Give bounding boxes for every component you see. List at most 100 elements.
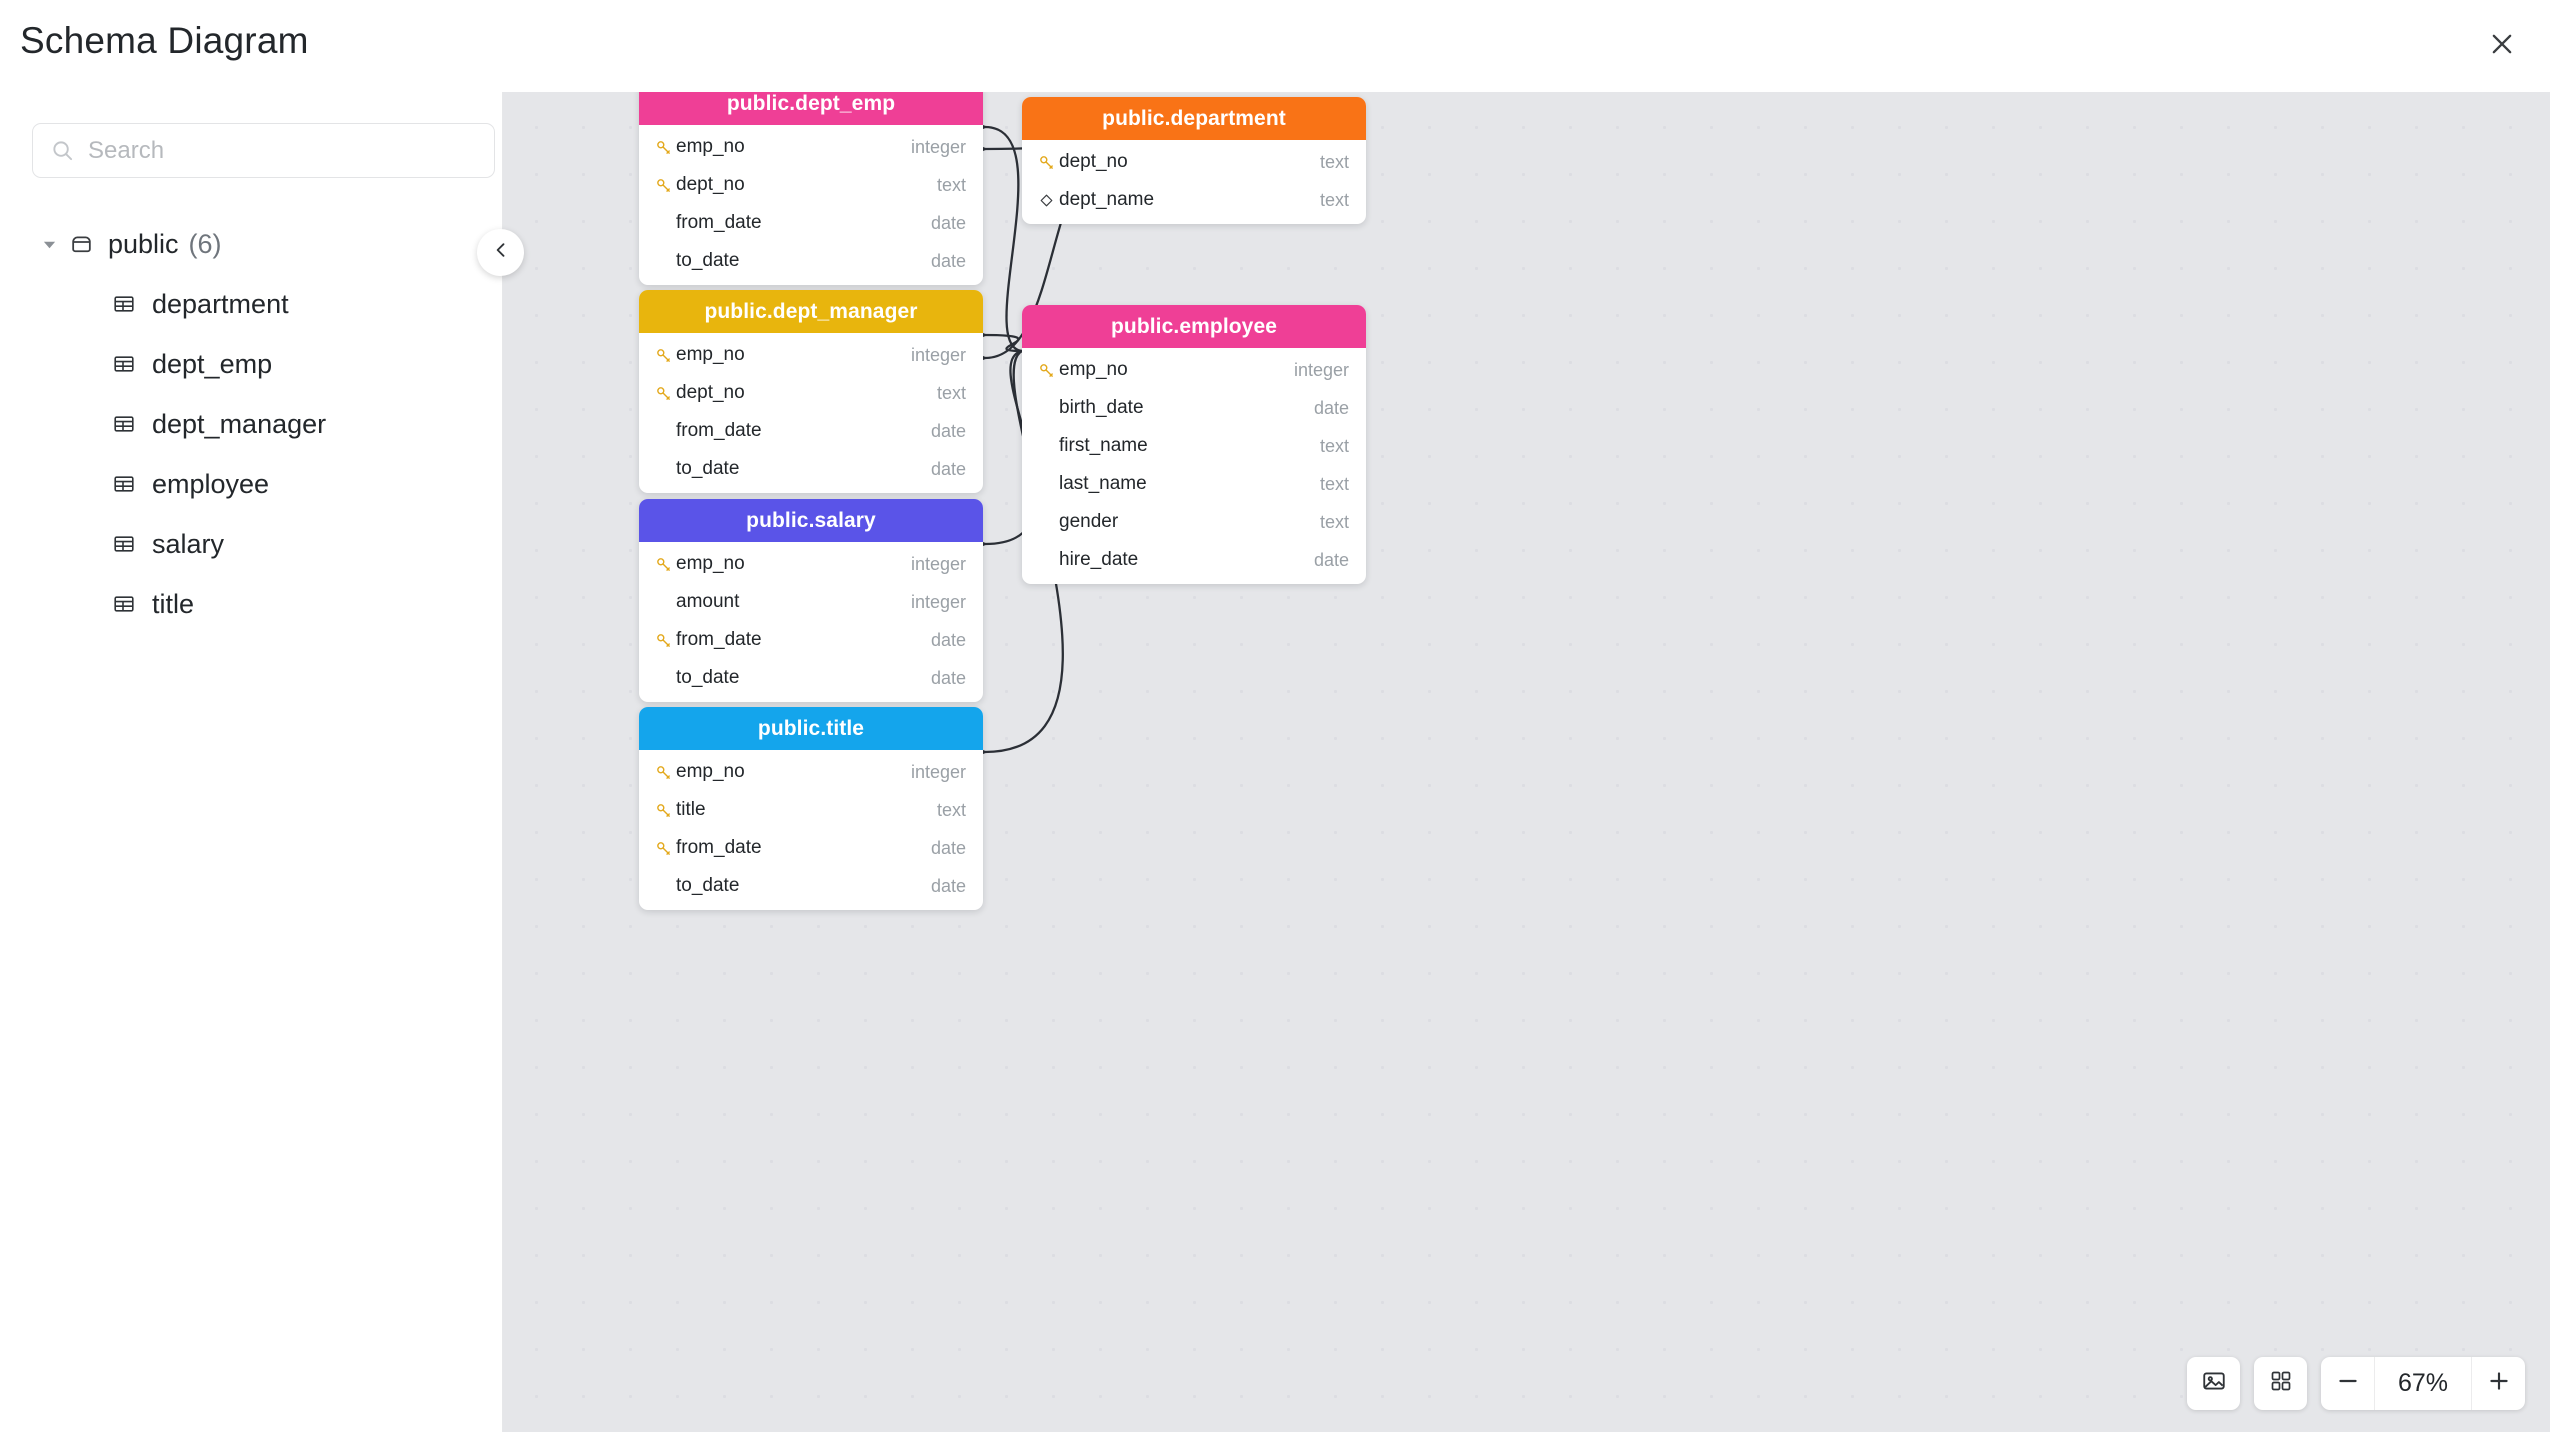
field-row[interactable]: from_date date: [639, 412, 983, 450]
field-row[interactable]: emp_no integer: [639, 336, 983, 374]
sidebar: public (6) department: [0, 92, 503, 1432]
schema-table-count: (6): [188, 228, 222, 259]
table-icon: [110, 351, 137, 378]
sidebar-item-employee[interactable]: employee: [0, 454, 503, 514]
field-type: text: [1319, 151, 1349, 172]
field-row[interactable]: dept_no text: [639, 166, 983, 204]
sidebar-item-title[interactable]: title: [0, 574, 503, 634]
table-card-dept_manager[interactable]: public.dept_manager emp_no integer: [639, 290, 983, 493]
sidebar-item-salary[interactable]: salary: [0, 514, 503, 574]
field-row[interactable]: to_date date: [639, 659, 983, 697]
table-card-department[interactable]: public.department dept_no text: [1022, 97, 1366, 224]
zoom-in-button[interactable]: [2472, 1357, 2525, 1410]
field-row[interactable]: to_date date: [639, 867, 983, 905]
field-name: emp_no: [676, 136, 745, 157]
field-type: text: [936, 174, 966, 195]
field-row[interactable]: title text: [639, 791, 983, 829]
sidebar-item-label: employee: [152, 468, 270, 499]
table-card-fields: emp_no integer title text: [639, 750, 983, 910]
field-type: date: [930, 458, 966, 479]
field-row[interactable]: hire_date date: [1022, 541, 1366, 579]
field-row[interactable]: dept_no text: [1022, 143, 1366, 181]
search-input[interactable]: [88, 124, 494, 177]
field-row[interactable]: gender text: [1022, 503, 1366, 541]
field-name: dept_no: [676, 174, 745, 195]
caret-down-icon[interactable]: [38, 233, 60, 255]
minus-icon: [2335, 1368, 2361, 1399]
field-row[interactable]: emp_no integer: [639, 753, 983, 791]
field-type: integer: [910, 136, 966, 157]
table-card-header: public.salary: [639, 499, 983, 542]
field-name: from_date: [676, 212, 762, 233]
field-name: hire_date: [1059, 549, 1139, 570]
field-name: last_name: [1059, 473, 1147, 494]
field-name: from_date: [676, 420, 762, 441]
field-row[interactable]: emp_no integer: [639, 545, 983, 583]
key-icon: [1034, 362, 1059, 379]
sidebar-item-label: dept_manager: [152, 408, 327, 439]
field-name: emp_no: [676, 761, 745, 782]
field-row[interactable]: from_date date: [639, 621, 983, 659]
sidebar-item-dept_manager[interactable]: dept_manager: [0, 394, 503, 454]
schema-tree: public (6) department: [0, 214, 503, 634]
field-row[interactable]: to_date date: [639, 242, 983, 280]
zoom-controls: 67%: [2321, 1357, 2525, 1410]
field-name: dept_name: [1059, 189, 1155, 210]
table-card-fields: emp_no integer amount integer from_date: [639, 542, 983, 702]
table-card-dept_emp[interactable]: public.dept_emp emp_no integer: [639, 92, 983, 285]
auto-layout-button[interactable]: [2254, 1357, 2307, 1410]
zoom-out-button[interactable]: [2321, 1357, 2375, 1410]
field-type: integer: [910, 344, 966, 365]
key-icon: [651, 764, 676, 781]
table-icon: [110, 531, 137, 558]
field-type: date: [930, 629, 966, 650]
search-box[interactable]: [32, 123, 495, 178]
field-name: birth_date: [1059, 397, 1144, 418]
table-icon: [110, 411, 137, 438]
sidebar-item-label: salary: [152, 528, 225, 559]
table-icon: [110, 471, 137, 498]
field-row[interactable]: from_date date: [639, 829, 983, 867]
field-row[interactable]: birth_date date: [1022, 389, 1366, 427]
plus-icon: [2486, 1368, 2512, 1399]
field-type: date: [930, 250, 966, 271]
field-type: integer: [910, 591, 966, 612]
zoom-level-label[interactable]: 67%: [2375, 1357, 2472, 1410]
field-name: from_date: [676, 629, 762, 650]
field-row[interactable]: emp_no integer: [639, 128, 983, 166]
collapse-sidebar-button[interactable]: [477, 229, 524, 276]
field-row[interactable]: first_name text: [1022, 427, 1366, 465]
close-button[interactable]: [2472, 14, 2532, 74]
field-row[interactable]: dept_no text: [639, 374, 983, 412]
field-name: first_name: [1059, 435, 1148, 456]
field-type: date: [930, 420, 966, 441]
table-card-header: public.dept_emp: [639, 92, 983, 125]
table-card-fields: emp_no integer dept_no text from_date da: [639, 333, 983, 493]
key-icon: [651, 840, 676, 857]
field-type: integer: [910, 553, 966, 574]
table-card-header: public.department: [1022, 97, 1366, 140]
sidebar-item-dept_emp[interactable]: dept_emp: [0, 334, 503, 394]
field-type: date: [1313, 549, 1349, 570]
field-type: text: [936, 382, 966, 403]
field-row[interactable]: last_name text: [1022, 465, 1366, 503]
field-row[interactable]: from_date date: [639, 204, 983, 242]
export-image-button[interactable]: [2187, 1357, 2240, 1410]
key-icon: [651, 556, 676, 573]
tree-item-schema-public[interactable]: public (6): [0, 214, 503, 274]
field-row[interactable]: dept_name text: [1022, 181, 1366, 219]
table-card-title[interactable]: public.title emp_no integer: [639, 707, 983, 910]
field-row[interactable]: amount integer: [639, 583, 983, 621]
canvas-toolbar: 67%: [2187, 1357, 2525, 1410]
table-card-salary[interactable]: public.salary emp_no integer amount inte…: [639, 499, 983, 702]
field-name: to_date: [676, 875, 740, 896]
sidebar-item-department[interactable]: department: [0, 274, 503, 334]
diagram-canvas[interactable]: public.dept_emp emp_no integer: [503, 92, 2550, 1432]
field-name: gender: [1059, 511, 1119, 532]
field-name: emp_no: [676, 553, 745, 574]
table-card-employee[interactable]: public.employee emp_no integer birth_dat…: [1022, 305, 1366, 584]
field-row[interactable]: to_date date: [639, 450, 983, 488]
search-icon: [51, 139, 74, 162]
field-row[interactable]: emp_no integer: [1022, 351, 1366, 389]
